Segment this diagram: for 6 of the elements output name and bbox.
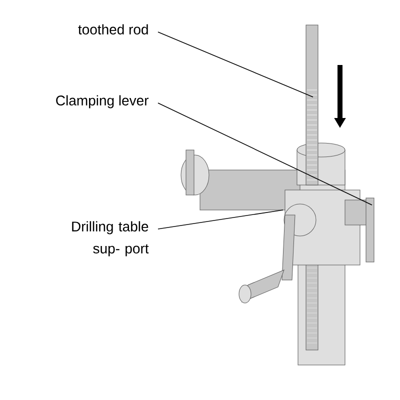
leader-line <box>158 210 284 230</box>
part-label: Drilling table sup- port <box>72 221 149 256</box>
leader-line <box>158 102 372 206</box>
part-label: toothed rod <box>78 24 148 34</box>
part-label: Clamping lever <box>56 95 149 108</box>
leader-line <box>158 32 314 98</box>
